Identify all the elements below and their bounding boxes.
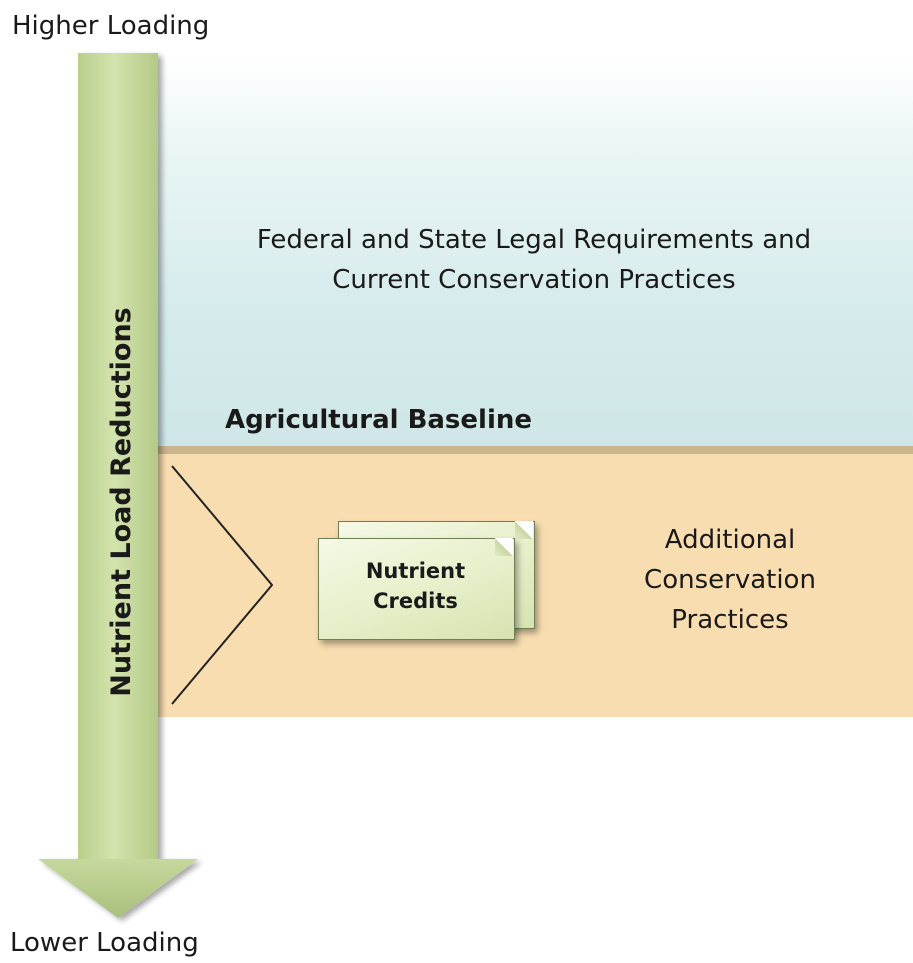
nutrient-credits-line-1: Nutrient bbox=[365, 559, 466, 583]
arrow-head bbox=[38, 859, 198, 918]
additional-practices-line-1: Additional bbox=[664, 525, 796, 555]
legal-requirements-band bbox=[155, 58, 913, 446]
credit-document-back-fold bbox=[515, 521, 533, 539]
credit-document-front-fold bbox=[495, 538, 513, 556]
higher-loading-label: Higher Loading bbox=[12, 11, 210, 41]
down-arrow bbox=[38, 53, 198, 918]
lower-loading-label: Lower Loading bbox=[10, 928, 199, 958]
arrow-shaft bbox=[78, 53, 158, 861]
nutrient-credits-text: Nutrient Credits bbox=[318, 556, 513, 616]
additional-practices-line-2: Conservation bbox=[644, 565, 816, 595]
agricultural-baseline-line bbox=[155, 446, 913, 454]
bracket-chevron bbox=[171, 465, 274, 705]
legal-requirements-text: Federal and State Legal Requirements and… bbox=[155, 220, 913, 300]
nutrient-credits-line-2: Credits bbox=[373, 589, 458, 613]
credit-document-front bbox=[318, 538, 515, 640]
additional-practices-line-3: Practices bbox=[671, 605, 789, 635]
legal-requirements-line-1: Federal and State Legal Requirements and bbox=[256, 225, 812, 255]
legal-requirements-line-2: Current Conservation Practices bbox=[332, 265, 736, 295]
axis-label-nutrient-load-reductions: Nutrient Load Reductions bbox=[106, 307, 137, 697]
additional-practices-text: Additional Conservation Practices bbox=[610, 520, 850, 640]
agricultural-baseline-label: Agricultural Baseline bbox=[225, 405, 533, 435]
